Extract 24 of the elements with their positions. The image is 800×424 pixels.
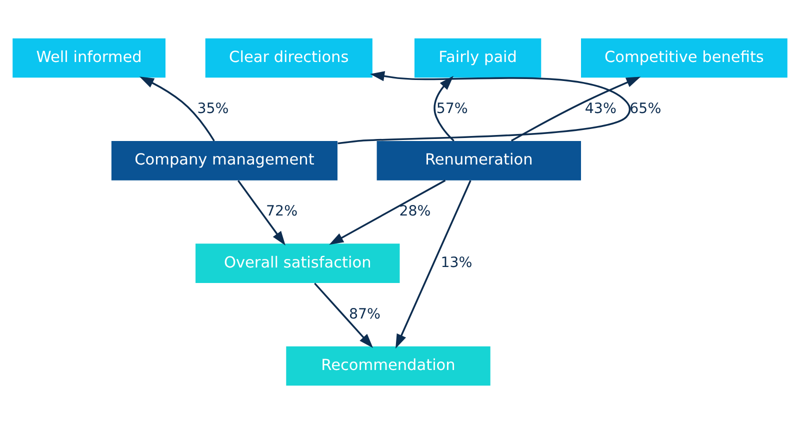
node-box: Renumeration — [376, 141, 581, 180]
node-box: Fairly paid — [414, 38, 542, 78]
edge-label: 28% — [399, 204, 431, 220]
edge-label: 57% — [436, 101, 468, 118]
arrow — [329, 180, 446, 245]
arrow — [434, 76, 454, 142]
node-box: Company management — [111, 141, 338, 180]
edge-label: 13% — [440, 255, 472, 272]
node-box: Clear directions — [205, 38, 372, 78]
edge-label: 43% — [584, 101, 616, 118]
edge-label: 72% — [266, 204, 298, 220]
node-box: Overall satisfaction — [196, 244, 400, 283]
node-box: Competitive benefits — [581, 38, 788, 78]
arrow — [139, 76, 215, 142]
arrow — [314, 282, 374, 348]
arrow — [396, 180, 472, 349]
arrow — [510, 76, 641, 142]
node-box: Well informed — [12, 38, 166, 78]
arrow — [338, 71, 631, 144]
edge-label: 35% — [197, 101, 229, 118]
node-box: Recommendation — [286, 346, 490, 386]
edge-label: 65% — [630, 101, 662, 118]
edge-label: 87% — [349, 306, 381, 322]
arrow — [238, 180, 286, 246]
